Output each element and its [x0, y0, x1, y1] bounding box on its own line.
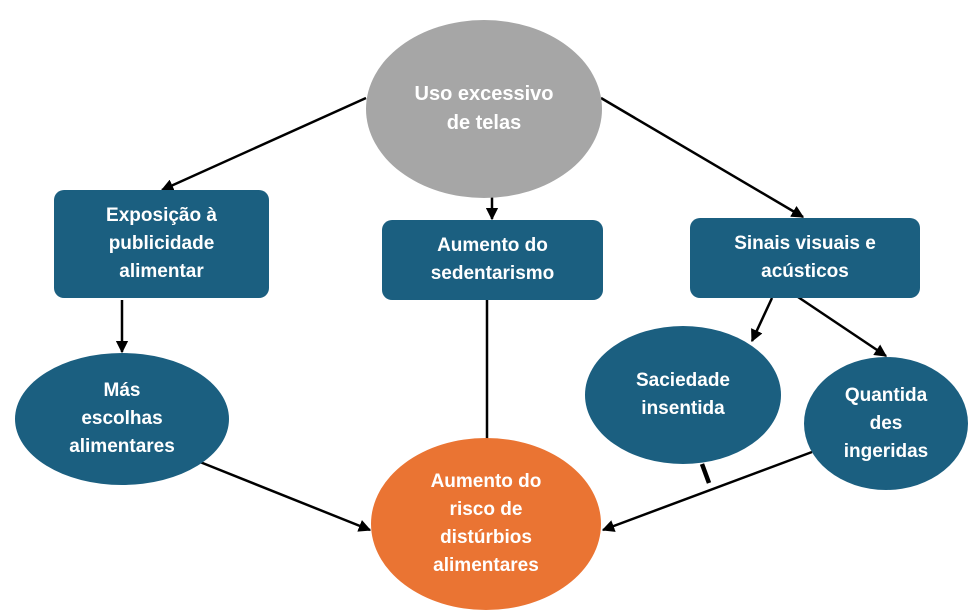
node-label: Saciedade insentida	[636, 370, 730, 419]
node-unfelt-satiety: Saciedade insentida	[585, 326, 781, 464]
arrow-screens-to-adverts	[160, 96, 367, 192]
node-poor-food-choices: Más escolhas alimentares	[15, 353, 229, 485]
node-excessive-screen-use: Uso excessivo de telas	[366, 20, 602, 198]
node-quantities-ingested: Quantida des ingeridas	[804, 357, 968, 490]
node-eating-disorder-risk: Aumento do risco de distúrbios alimentar…	[371, 438, 601, 610]
node-label: Aumento do risco de distúrbios alimentar…	[430, 471, 542, 576]
node-increased-sedentarism: Aumento do sedentarismo	[382, 220, 603, 300]
arrow-signals-to-quantities	[797, 295, 888, 358]
node-label: Aumento do sedentarismo	[430, 235, 555, 284]
node-label: Exposição à publicidade alimentar	[106, 205, 217, 282]
node-label: Quantida des ingeridas	[843, 384, 929, 462]
arrow-quantities-to-risk	[601, 450, 813, 532]
dash-satiety-to-risk	[699, 463, 712, 484]
node-food-advertising-exposure: Exposição à publicidade alimentar	[54, 190, 269, 298]
arrow-screens-to-signals	[600, 96, 805, 219]
node-label: Sinais visuais e acústicos	[734, 233, 876, 282]
arrow-signals-to-satiety	[750, 297, 774, 343]
arrow-choices-to-risk	[199, 460, 372, 532]
node-visual-acoustic-signals: Sinais visuais e acústicos	[690, 218, 920, 298]
node-label: Uso excessivo de telas	[414, 83, 554, 134]
node-label: Más escolhas alimentares	[69, 380, 175, 457]
